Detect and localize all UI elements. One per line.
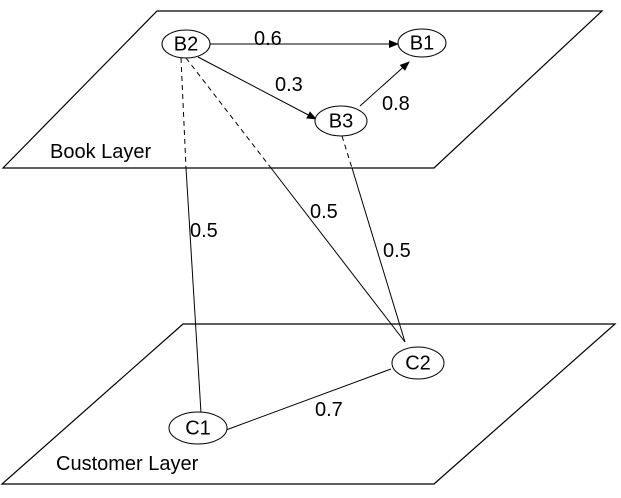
- edge-c1-b2-weight: 0.5: [190, 220, 218, 242]
- node-b1: B1: [397, 28, 447, 58]
- inter-layer-edges: 0.5 0.5 0.5: [180, 57, 411, 414]
- edge-b2-b1-weight: 0.6: [254, 28, 282, 50]
- book-layer: Book Layer: [1, 10, 604, 169]
- edge-c2-b3-upper: [341, 135, 353, 169]
- edge-c2-b3-weight: 0.5: [383, 240, 411, 262]
- edge-c1-c2: [225, 368, 392, 431]
- edge-c2-b3-lower: [351, 167, 406, 343]
- node-b1-ellipse: [397, 28, 447, 58]
- book-layer-edges: 0.6 0.3 0.8: [197, 28, 410, 120]
- node-b2: B2: [161, 29, 211, 59]
- node-b2-label: B2: [174, 33, 198, 55]
- edge-c1-b2-lower: [185, 167, 202, 414]
- edge-c2-b2-weight: 0.5: [310, 201, 338, 223]
- node-b3-ellipse: [314, 105, 368, 137]
- node-c1-ellipse: [168, 411, 228, 445]
- node-c1-label: C1: [185, 417, 211, 439]
- edge-b3-b1: [359, 61, 410, 107]
- node-c1: C1: [168, 411, 228, 445]
- book-layer-plane: [1, 10, 604, 169]
- customer-layer: Customer Layer: [0, 323, 617, 485]
- node-b1-label: B1: [410, 32, 434, 54]
- node-c2-ellipse: [391, 346, 445, 380]
- edge-c1-c2-weight: 0.7: [315, 399, 343, 421]
- edge-b3-b1-weight: 0.8: [382, 93, 410, 115]
- nodes: B2 B1 B3 C2 C1: [161, 28, 447, 445]
- node-c2: C2: [391, 346, 445, 380]
- book-layer-label: Book Layer: [50, 141, 152, 163]
- edge-c2-b2-lower: [270, 167, 406, 343]
- edge-b2-b3: [197, 56, 317, 120]
- customer-layer-plane: [0, 323, 617, 485]
- edge-b2-b3-weight: 0.3: [275, 74, 303, 96]
- node-b3: B3: [314, 105, 368, 137]
- customer-layer-edges: 0.7: [225, 368, 392, 431]
- customer-layer-label: Customer Layer: [56, 453, 199, 475]
- node-b3-label: B3: [329, 110, 353, 132]
- node-c2-label: C2: [405, 352, 431, 374]
- node-b2-ellipse: [161, 29, 211, 59]
- edge-c1-b2-upper: [180, 57, 187, 169]
